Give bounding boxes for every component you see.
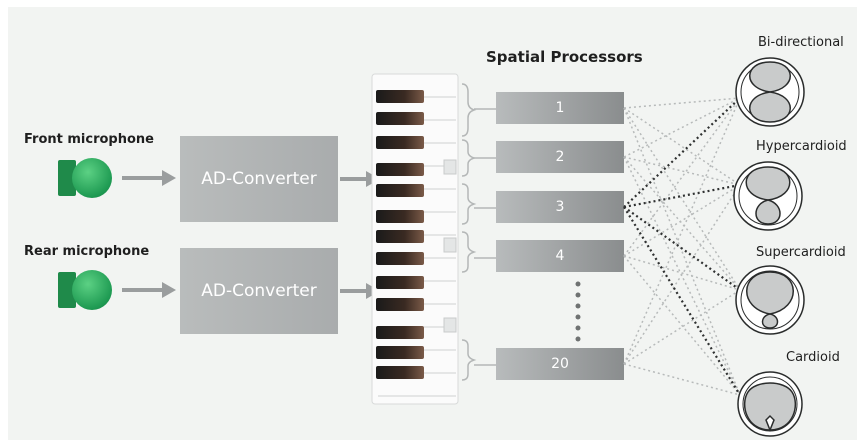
brace-connectors [474, 108, 496, 366]
rear-microphone-icon [58, 270, 120, 310]
front-microphone-icon [58, 158, 120, 198]
processor-1: 1 [496, 92, 624, 124]
front-ad-converter: AD-Converter [180, 136, 338, 222]
spatial-processors-title: Spatial Processors [486, 48, 643, 66]
rear-microphone-label: Rear microphone [24, 244, 150, 259]
frequency-band-braces [461, 83, 477, 381]
pattern-label-hypercardioid: Hypercardioid [756, 139, 847, 154]
processor-to-pattern-links [623, 97, 741, 396]
pattern-label-cardioid: Cardioid [786, 350, 840, 365]
processor-4: 4 [496, 240, 624, 272]
cardioid-pattern-icon [737, 371, 803, 437]
bidirectional-pattern-icon [735, 57, 805, 127]
arrow-rear-mic-to-converter [122, 282, 176, 298]
processor-20: 20 [496, 348, 624, 380]
pattern-label-supercardioid: Supercardioid [756, 245, 846, 260]
piano-keyboard-splitter [371, 73, 459, 405]
processor-3-highlight-links [623, 97, 741, 396]
pattern-label-bidirectional: Bi-directional [758, 35, 844, 50]
front-microphone-label: Front microphone [24, 132, 154, 147]
hypercardioid-pattern-icon [733, 161, 803, 231]
arrow-front-mic-to-converter [122, 170, 176, 186]
supercardioid-pattern-icon [735, 265, 805, 335]
rear-ad-converter: AD-Converter [180, 248, 338, 334]
processor-3: 3 [496, 191, 624, 223]
ellipsis-dots [575, 281, 581, 342]
processor-2: 2 [496, 141, 624, 173]
